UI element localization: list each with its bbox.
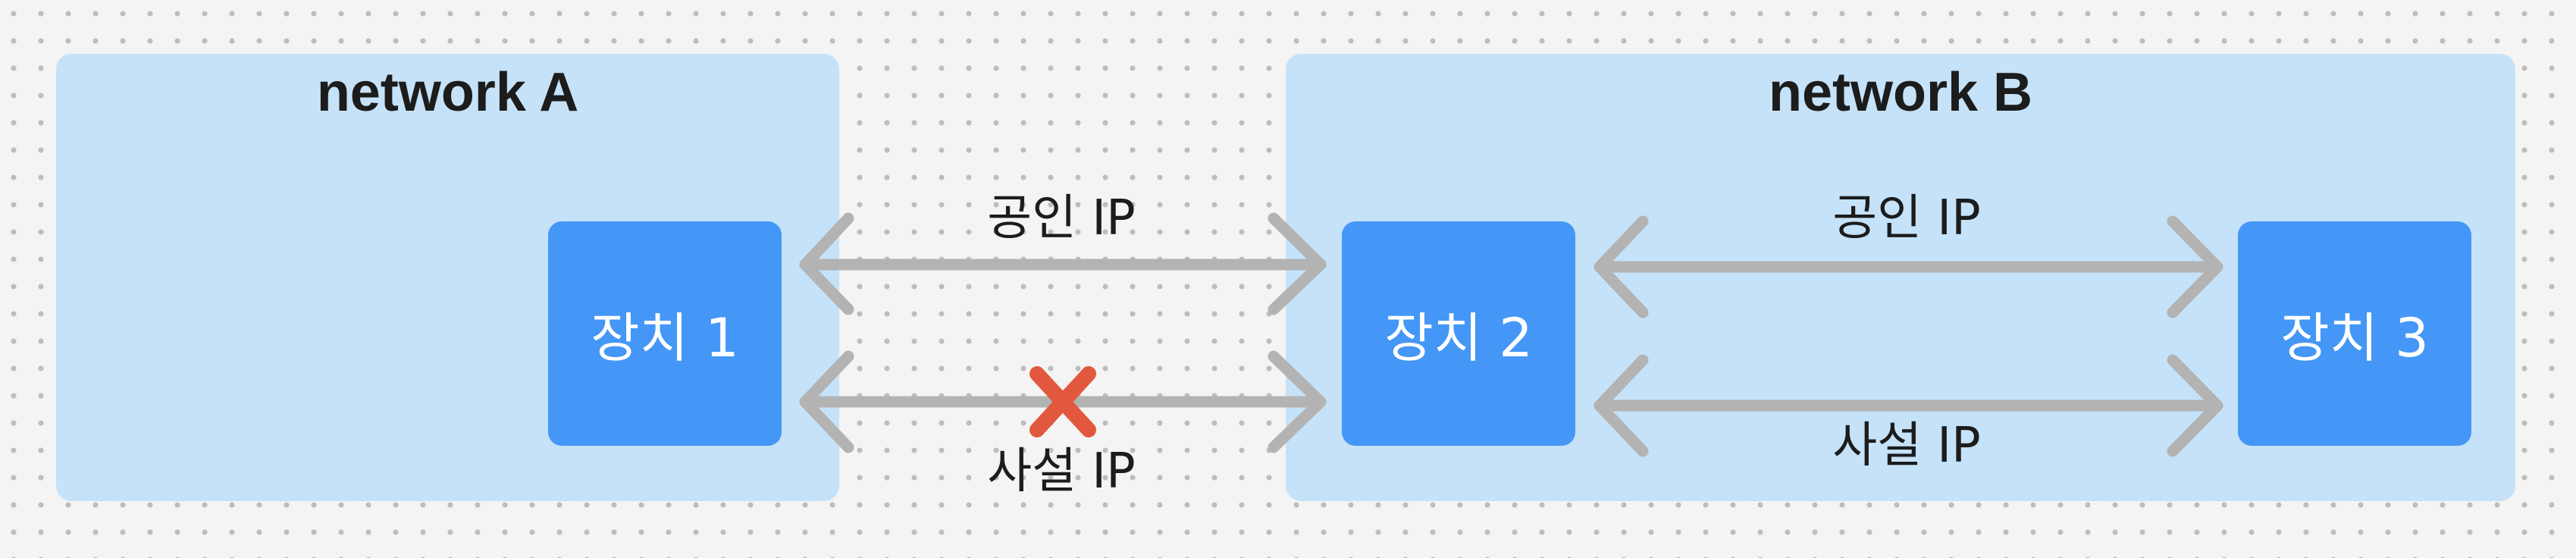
arrow-private-2-3 [1594, 354, 2223, 457]
network-b-title: network B [1768, 62, 2033, 123]
device-2-label: 장치 2 [1384, 306, 1533, 369]
device-1-node: 장치 1 [548, 221, 782, 446]
link-label-public-1-2: 공인 IP [987, 190, 1136, 246]
arrow-public-2-3 [1594, 215, 2223, 318]
device-1-label: 장치 1 [591, 306, 739, 369]
device-3-node: 장치 3 [2238, 221, 2471, 446]
link-label-public-2-3: 공인 IP [1832, 190, 1981, 246]
link-label-private-2-3: 사설 IP [1832, 418, 1981, 474]
network-a-title: network A [316, 62, 579, 123]
link-label-private-1-2: 사설 IP [987, 444, 1136, 500]
device-2-node: 장치 2 [1342, 221, 1575, 446]
arrow-public-1-2 [799, 212, 1327, 315]
cross-mark-icon [1029, 366, 1096, 437]
device-3-label: 장치 3 [2280, 306, 2429, 369]
